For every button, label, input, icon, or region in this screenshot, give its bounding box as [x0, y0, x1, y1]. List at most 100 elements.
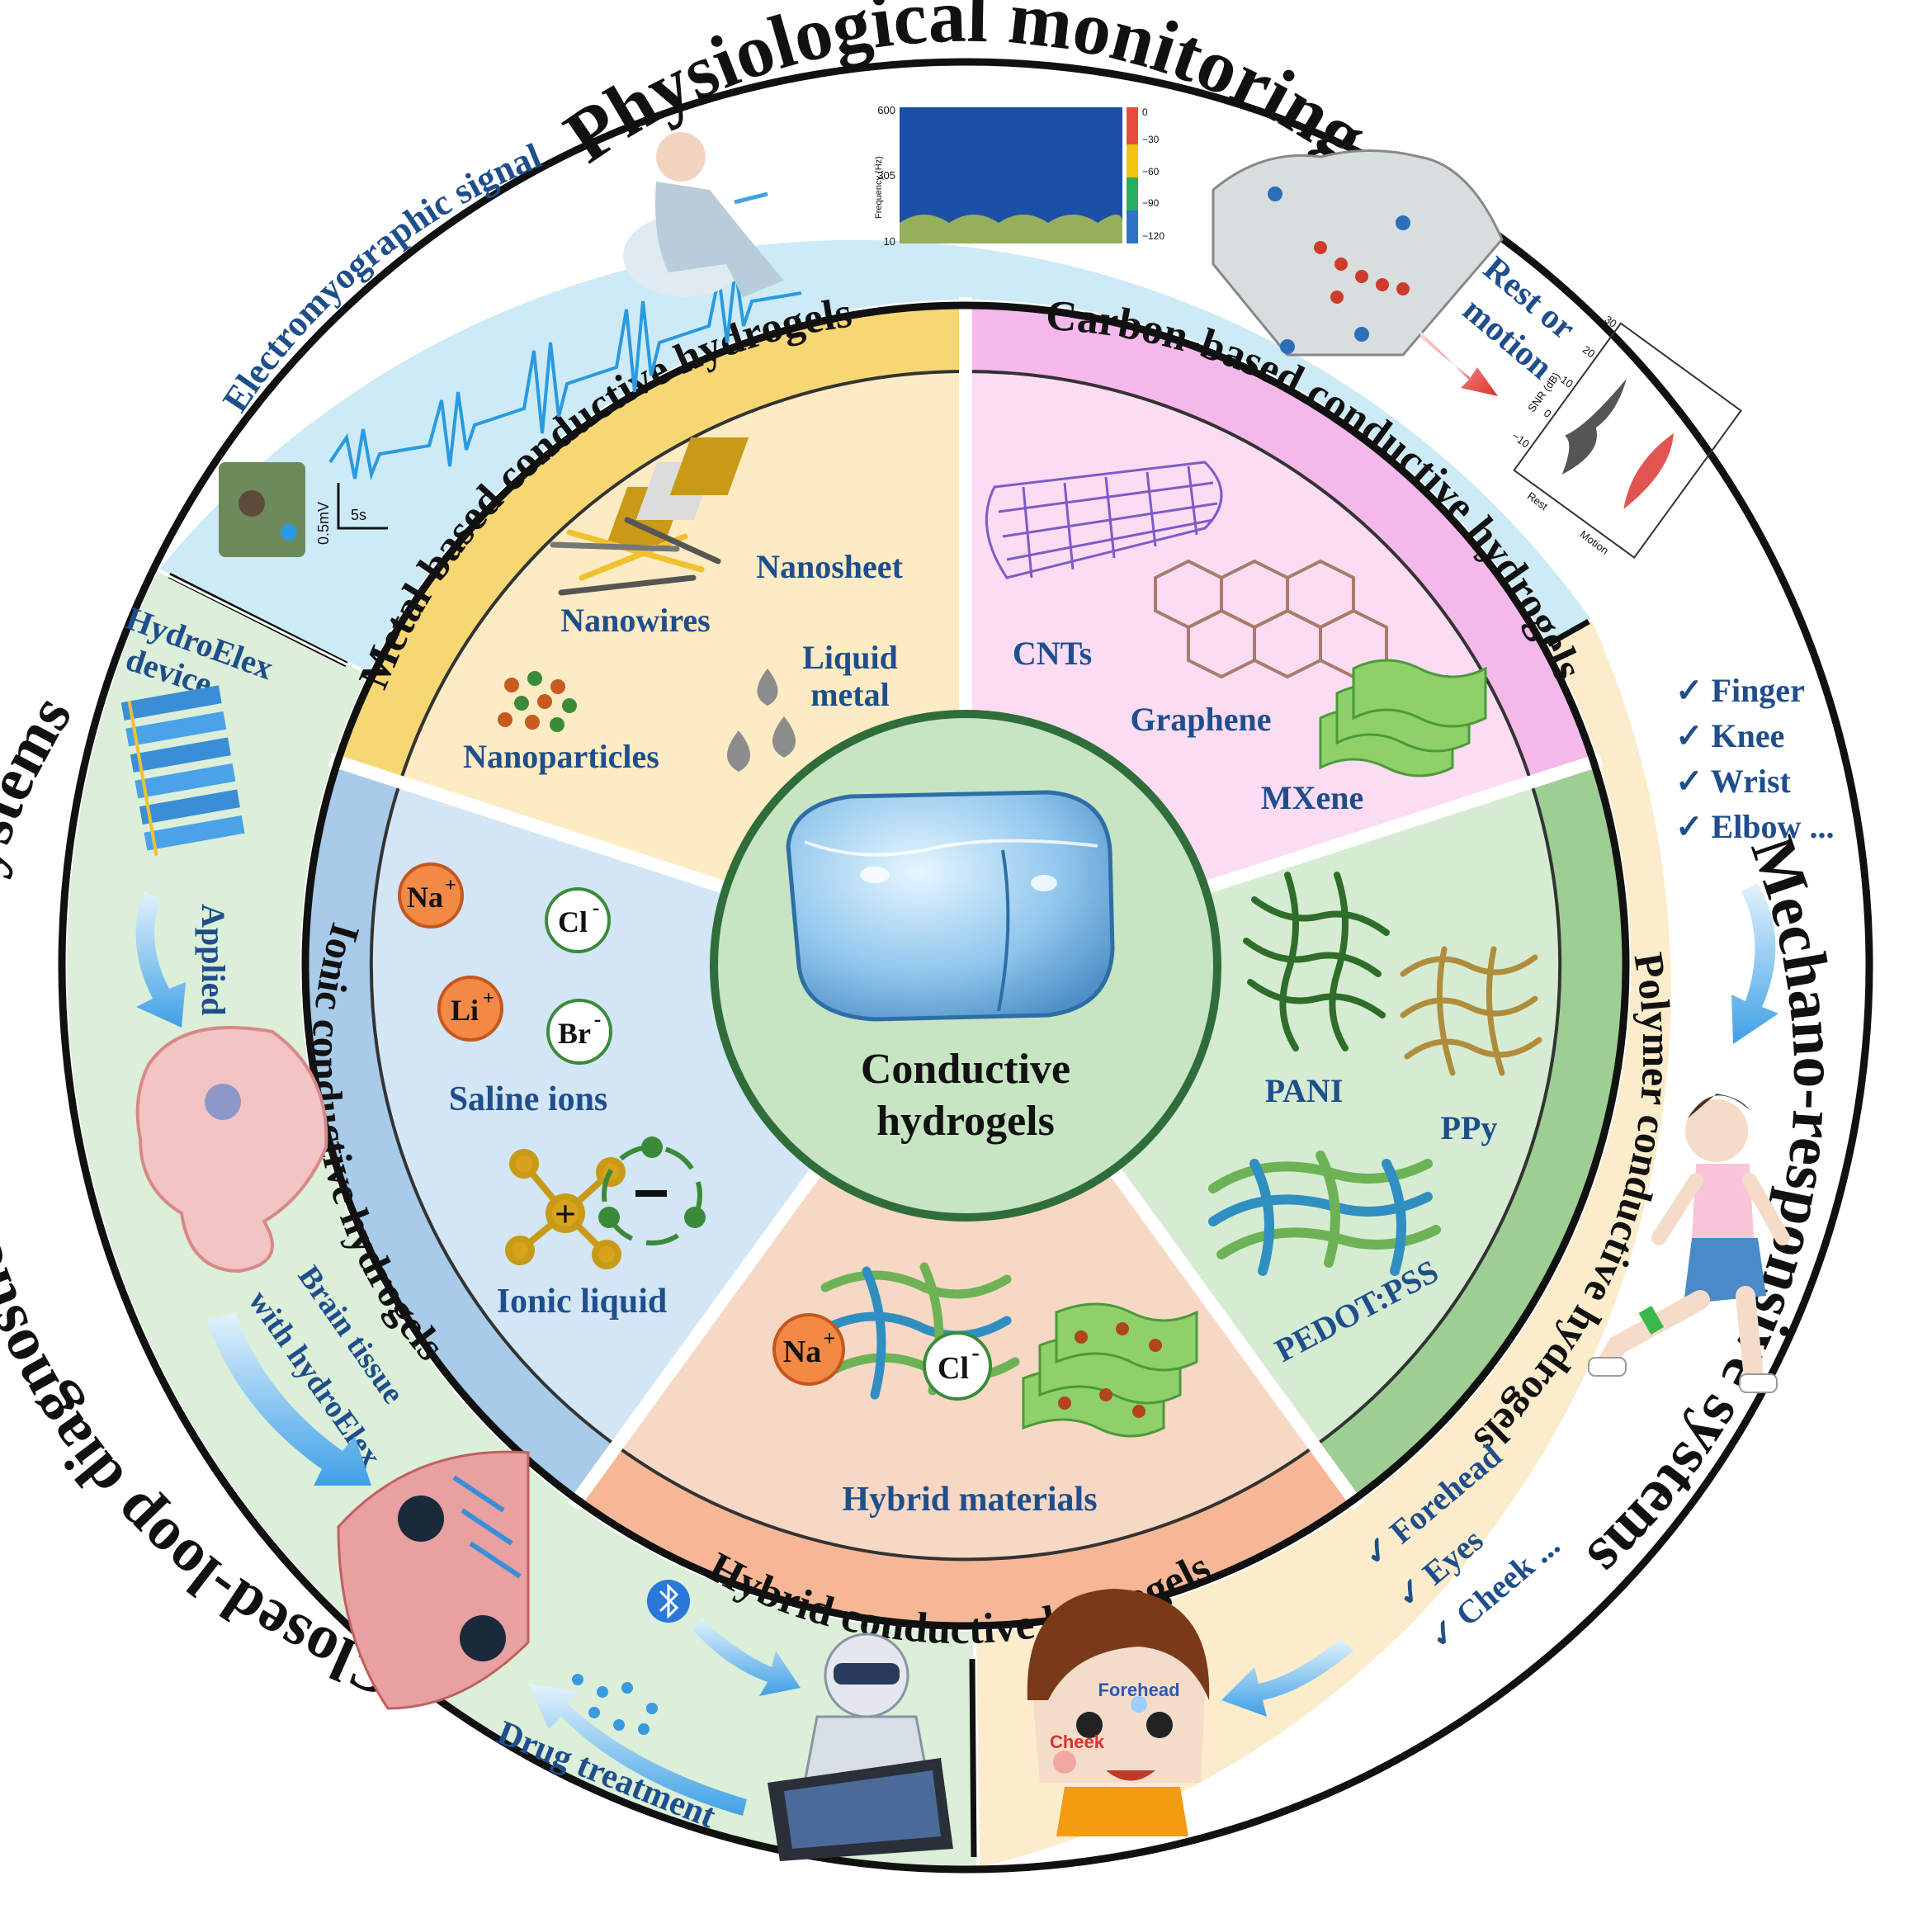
li-ion — [437, 976, 503, 1042]
li-ion-charge: + — [483, 988, 494, 1009]
violin-ytick-4: −10 — [1509, 429, 1532, 450]
joint-knee: ✓ Knee — [1675, 717, 1784, 754]
center-core: Conductive hydrogels — [710, 710, 1221, 1222]
ppy-icon — [1400, 946, 1542, 1076]
ionic-liquid-plus: + — [555, 1193, 576, 1235]
nanowires-label: Nanowires — [560, 602, 710, 639]
violin-xtick-motion: Motion — [1578, 528, 1611, 557]
violin-ytick-2: 10 — [1558, 373, 1575, 390]
hybrid-network-icon — [820, 1262, 1020, 1400]
brain-arrow-icon — [206, 1312, 371, 1486]
hybrid-na-symbol: Na — [783, 1335, 821, 1369]
saline-ions-label: Saline ions — [449, 1080, 608, 1118]
hybrid-na-charge: + — [824, 1326, 836, 1350]
center-title-line2: hydrogels — [876, 1098, 1055, 1145]
spectrogram-ytick-2: 10 — [884, 235, 895, 248]
spectrogram-ctick-4: −120 — [1142, 230, 1164, 242]
nanoparticles-label: Nanoparticles — [463, 738, 659, 775]
violin-ytick-1: 20 — [1580, 343, 1598, 361]
robot-laptop-icon — [768, 1633, 953, 1861]
hybrid-na-ion — [772, 1313, 845, 1386]
nanoparticles-icon — [498, 671, 577, 732]
center-title-line1: Conductive — [861, 1046, 1070, 1093]
hybrid-cl-symbol: Cl — [938, 1351, 969, 1386]
face-arrow-icon — [1221, 1638, 1353, 1717]
hydroelex-device-icon — [120, 685, 245, 856]
cl-ion-symbol: Cl — [558, 905, 588, 938]
spectrogram-ytick-1: 305 — [877, 169, 895, 182]
hybrid-materials-label: Hybrid materials — [842, 1481, 1097, 1519]
emg-scale-bar — [337, 483, 388, 530]
hybrid-particles-icon — [1058, 1322, 1162, 1418]
na-ion-charge: + — [445, 875, 456, 896]
spectrogram-ctick-0: 0 — [1142, 106, 1148, 118]
hybrid-sheet-icon — [1022, 1302, 1198, 1438]
hybrid-content: Na + Cl - Hybrid materials — [772, 1262, 1198, 1519]
spectrogram-ylabel: Frequency (Hz) — [874, 156, 884, 219]
joints-arrow-icon — [1731, 883, 1778, 1044]
br-ion-symbol: Br — [558, 1017, 591, 1050]
outer-ring-border — [58, 58, 1873, 1874]
na-ion-symbol: Na — [407, 881, 443, 914]
liquid-label: Liquid — [802, 639, 898, 676]
pedot-pss-icon — [1208, 1151, 1441, 1276]
inner-ring-border — [301, 301, 1630, 1630]
brain-tissue-icon — [337, 1450, 530, 1710]
emg-photo-icon — [219, 462, 305, 557]
hybrid-cl-charge: - — [971, 1340, 979, 1366]
violin-rest — [1561, 378, 1627, 475]
mechano-content: ✓ Finger ✓ Knee ✓ Wrist ✓ Elbow ... ✓ Fo… — [1027, 672, 1834, 1836]
cnt-icon — [985, 461, 1223, 579]
ionic-content: Na + Cl - Li + Br - Saline ions + Ionic … — [398, 862, 706, 1321]
spectrogram-ctick-2: −60 — [1142, 166, 1160, 177]
metal-label: metal — [810, 676, 890, 713]
graphene-label: Graphene — [1130, 701, 1271, 738]
ionic-liquid-label: Ionic liquid — [497, 1283, 668, 1321]
applied-arrow-icon — [135, 891, 186, 1028]
nanowires-icon — [550, 517, 721, 596]
running-girl-icon — [1588, 1094, 1790, 1393]
violin-ytick-0: 30 — [1602, 313, 1619, 330]
mxene-icon — [1319, 659, 1487, 777]
brain-icon — [135, 1026, 328, 1274]
graphene-icon — [1154, 559, 1388, 679]
ice-cube-icon — [786, 790, 1115, 1022]
nanosheet-label: Nanosheet — [756, 548, 903, 585]
drug-arrow-icon — [528, 1684, 747, 1816]
emg-scale-time: 5s — [351, 507, 366, 523]
molecule-icon — [572, 1674, 658, 1735]
divider-bottom — [969, 1658, 977, 1858]
face-label-cheek: Cheek — [1050, 1732, 1105, 1752]
cl-ion-charge: - — [593, 895, 600, 919]
hybrid-cl-ion — [923, 1331, 992, 1401]
na-ion — [398, 862, 464, 929]
br-ion — [546, 999, 612, 1065]
br-ion-charge: - — [594, 1007, 602, 1031]
ppy-label: PPy — [1441, 1109, 1498, 1146]
wireless-arrow-icon — [693, 1618, 801, 1696]
boy-face-icon — [1027, 1589, 1210, 1836]
emg-scale-voltage: 0.5mV — [315, 502, 332, 545]
torso-ecg-icon — [1212, 149, 1504, 357]
nanosheet-icon — [606, 437, 749, 545]
joint-finger: ✓ Finger — [1675, 672, 1805, 709]
spectrogram-ctick-3: −90 — [1142, 197, 1160, 209]
joint-elbow: ✓ Elbow ... — [1675, 808, 1834, 845]
pani-label: PANI — [1265, 1072, 1344, 1109]
spectrogram-ctick-1: −30 — [1142, 134, 1160, 145]
violin-motion — [1623, 432, 1674, 509]
rest-motion-arrow — [1419, 330, 1498, 396]
cl-ion — [545, 887, 611, 953]
mxene-label: MXene — [1261, 779, 1363, 816]
applied-label: Applied — [195, 904, 232, 1016]
carbon-content: CNTs Graphene MXene — [985, 461, 1487, 816]
ionic-liquid-anion-icon — [598, 1136, 706, 1245]
liquid-metal-icon — [727, 669, 796, 772]
metal-content: Nanosheet Nanowires Liquid metal Nanopar… — [463, 437, 904, 775]
joint-wrist: ✓ Wrist — [1675, 763, 1792, 800]
spectrogram-ytick-0: 600 — [877, 104, 895, 116]
cnts-label: CNTs — [1013, 635, 1092, 672]
face-label-forehead: Forehead — [1098, 1680, 1179, 1700]
spectrogram: Frequency (Hz) 600 305 10 0 −30 −60 −90 … — [874, 104, 1164, 248]
seated-person-icon — [623, 132, 784, 297]
